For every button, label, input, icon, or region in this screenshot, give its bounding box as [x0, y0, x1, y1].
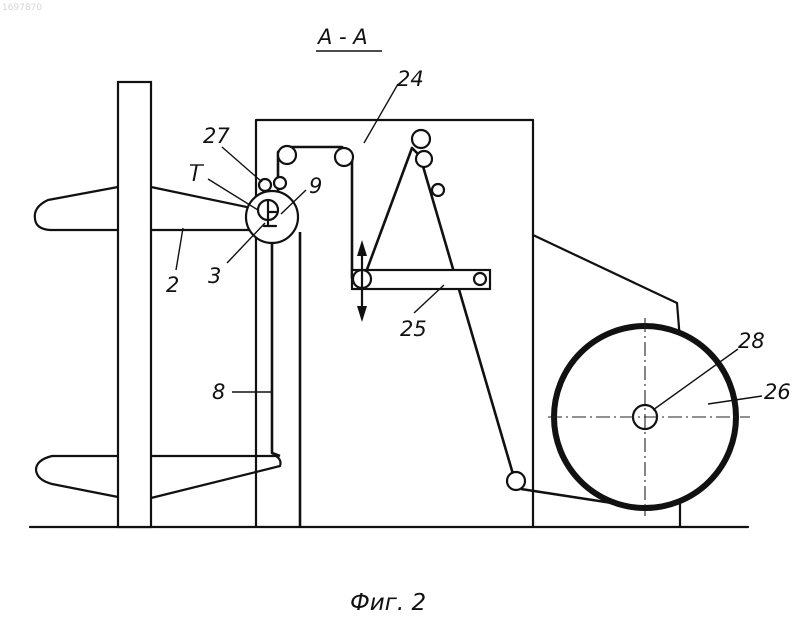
- guide-roller-bottom: [507, 472, 525, 490]
- upper-arm-left: [35, 187, 118, 230]
- guide-roller-top-left: [278, 146, 296, 164]
- label-8: 8: [212, 380, 225, 404]
- label-28: 28: [738, 329, 765, 353]
- label-26: 26: [764, 380, 791, 404]
- section-title: А - А: [316, 25, 368, 49]
- guide-roller-top-right: [335, 148, 353, 166]
- leader-24: [364, 84, 398, 143]
- label-27: 27: [203, 124, 230, 148]
- leader-2: [176, 228, 183, 270]
- leader-I: [208, 179, 258, 210]
- label-24: 24: [397, 67, 424, 91]
- label-9: 9: [309, 174, 322, 198]
- lower-arm-right: [151, 456, 281, 498]
- label-3: 3: [208, 264, 221, 288]
- roller-27-right: [274, 177, 286, 189]
- web-belt-8-left: [272, 232, 280, 456]
- upper-arm-right: [151, 187, 256, 230]
- label-25: 25: [400, 317, 427, 341]
- lever-pivot: [474, 273, 486, 285]
- lever-25: [352, 270, 490, 289]
- patent-number: 1697870: [2, 3, 42, 13]
- label-2: 2: [166, 273, 179, 297]
- movement-arrow-up-head: [357, 240, 367, 256]
- lower-arm-left: [36, 456, 118, 497]
- guide-roller-small: [432, 184, 444, 196]
- guide-roller-middle: [416, 151, 432, 167]
- web-path-dancer: [362, 148, 515, 481]
- main-housing: [256, 120, 533, 527]
- figure-caption: Фиг. 2: [350, 590, 426, 616]
- movement-arrow-down-head: [357, 306, 367, 322]
- guide-roller-upper: [412, 130, 430, 148]
- vertical-post: [118, 82, 151, 527]
